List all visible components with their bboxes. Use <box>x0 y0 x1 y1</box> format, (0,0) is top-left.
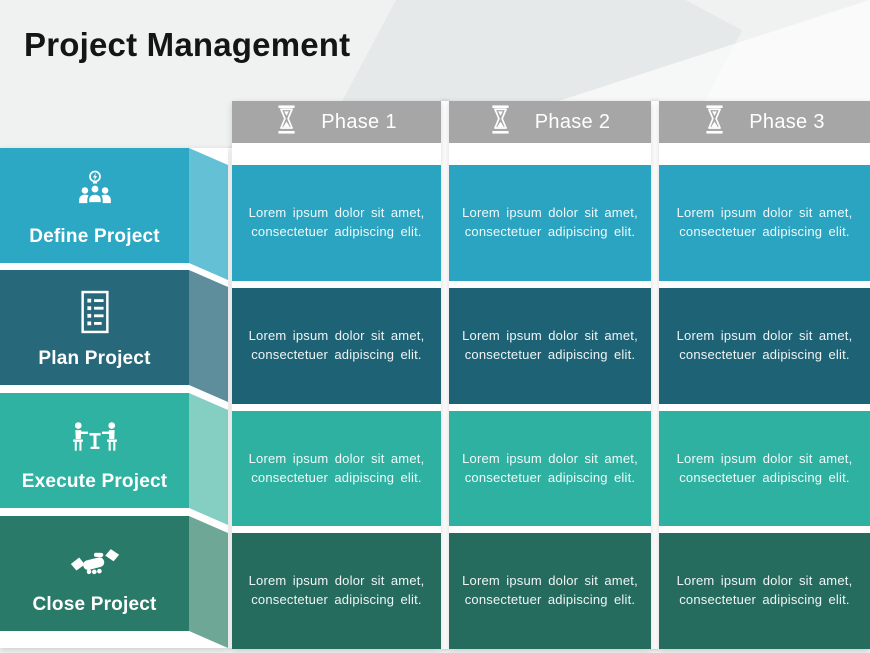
phase-3-column: Phase 3 Lorem ipsum dolor sit amet, cons… <box>659 101 870 649</box>
phase-2-header: Phase 2 <box>449 101 651 143</box>
row-label-text: Close Project <box>32 594 157 615</box>
phase-1-column: Phase 1 Lorem ipsum dolor sit amet, cons… <box>232 101 441 649</box>
phase-label: Phase 2 <box>534 110 611 133</box>
handshake-icon <box>69 531 121 581</box>
row-label-column: Define Project Plan Project <box>0 148 228 648</box>
divider <box>441 101 449 649</box>
page-title: Project Management <box>24 26 351 63</box>
row-label-text: Define Project <box>29 226 160 247</box>
fold-close-project <box>189 516 228 648</box>
cell-close-phase-3: Lorem ipsum dolor sit amet, consectetuer… <box>659 533 870 649</box>
fold-execute-project <box>189 393 228 525</box>
cell-plan-phase-2: Lorem ipsum dolor sit amet, consectetuer… <box>449 288 651 404</box>
row-label-plan-project: Plan Project <box>0 270 189 385</box>
phase-3-header: Phase 3 <box>659 101 870 143</box>
row-label-text: Execute Project <box>21 471 168 492</box>
row-label-execute-project: Execute Project <box>0 393 189 508</box>
phase-2-column: Phase 2 Lorem ipsum dolor sit amet, cons… <box>449 101 651 649</box>
checklist-document-icon <box>76 285 114 335</box>
cell-execute-phase-3: Lorem ipsum dolor sit amet, consectetuer… <box>659 411 870 526</box>
phase-label: Phase 1 <box>321 110 397 133</box>
divider <box>651 101 659 649</box>
cell-plan-phase-3: Lorem ipsum dolor sit amet, consectetuer… <box>659 288 870 404</box>
cell-close-phase-1: Lorem ipsum dolor sit amet, consectetuer… <box>232 533 441 649</box>
phase-1-header: Phase 1 <box>232 101 441 143</box>
cell-execute-phase-1: Lorem ipsum dolor sit amet, consectetuer… <box>232 411 441 526</box>
cell-plan-phase-1: Lorem ipsum dolor sit amet, consectetuer… <box>232 288 441 404</box>
team-idea-icon <box>70 163 120 213</box>
fold-define-project <box>189 148 228 280</box>
cell-define-phase-1: Lorem ipsum dolor sit amet, consectetuer… <box>232 165 441 281</box>
row-label-define-project: Define Project <box>0 148 189 263</box>
hourglass-icon <box>490 105 511 139</box>
cell-define-phase-2: Lorem ipsum dolor sit amet, consectetuer… <box>449 165 651 281</box>
cell-execute-phase-2: Lorem ipsum dolor sit amet, consectetuer… <box>449 411 651 526</box>
hourglass-icon <box>276 105 297 139</box>
cell-close-phase-2: Lorem ipsum dolor sit amet, consectetuer… <box>449 533 651 649</box>
meeting-icon <box>69 408 121 458</box>
cell-define-phase-3: Lorem ipsum dolor sit amet, consectetuer… <box>659 165 870 281</box>
row-label-close-project: Close Project <box>0 516 189 631</box>
row-label-text: Plan Project <box>38 348 151 369</box>
hourglass-icon <box>704 105 725 139</box>
phase-label: Phase 3 <box>749 110 825 133</box>
divider <box>228 148 232 648</box>
fold-plan-project <box>189 270 228 402</box>
